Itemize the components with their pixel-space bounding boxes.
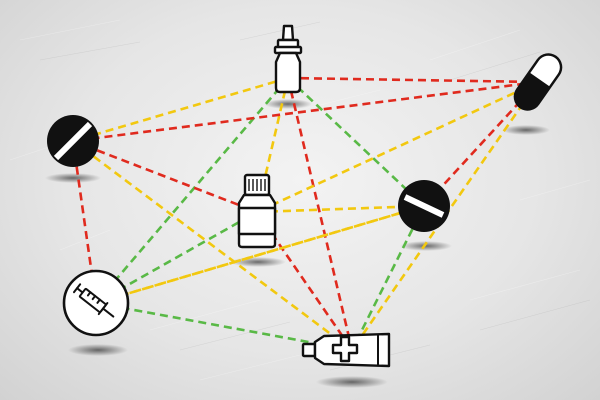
ointment-tube-icon xyxy=(301,332,391,368)
pill-bottle-icon xyxy=(237,173,277,249)
edge-nasal-spray-ointment-tube xyxy=(286,77,354,351)
nasal-spray-icon xyxy=(273,24,303,94)
edge-tablet-right-ointment-tube xyxy=(350,205,426,351)
edge-tablet-right-syringe xyxy=(95,204,425,305)
edge-nasal-spray-capsule xyxy=(287,76,539,84)
edge-tablet-left-ointment-tube xyxy=(72,139,353,352)
connection-lines xyxy=(71,76,540,352)
node-shadows xyxy=(45,99,550,388)
edge-nasal-spray-tablet-right xyxy=(287,77,425,207)
capsule-icon xyxy=(513,53,563,111)
tablet-left-icon xyxy=(47,115,99,167)
edge-nasal-spray-pill-bottle xyxy=(255,77,290,213)
edge-nasal-spray-syringe xyxy=(95,77,289,304)
edge-pill-bottle-tablet-right xyxy=(256,204,425,214)
edge-nasal-spray-tablet-left xyxy=(72,76,289,143)
syringe-icon xyxy=(62,269,130,337)
edge-capsule-tablet-left xyxy=(72,80,539,143)
tablet-right-icon xyxy=(398,180,450,232)
edge-syringe-ointment-tube xyxy=(95,301,353,352)
edge-tablet-left-pill-bottle xyxy=(72,139,258,214)
